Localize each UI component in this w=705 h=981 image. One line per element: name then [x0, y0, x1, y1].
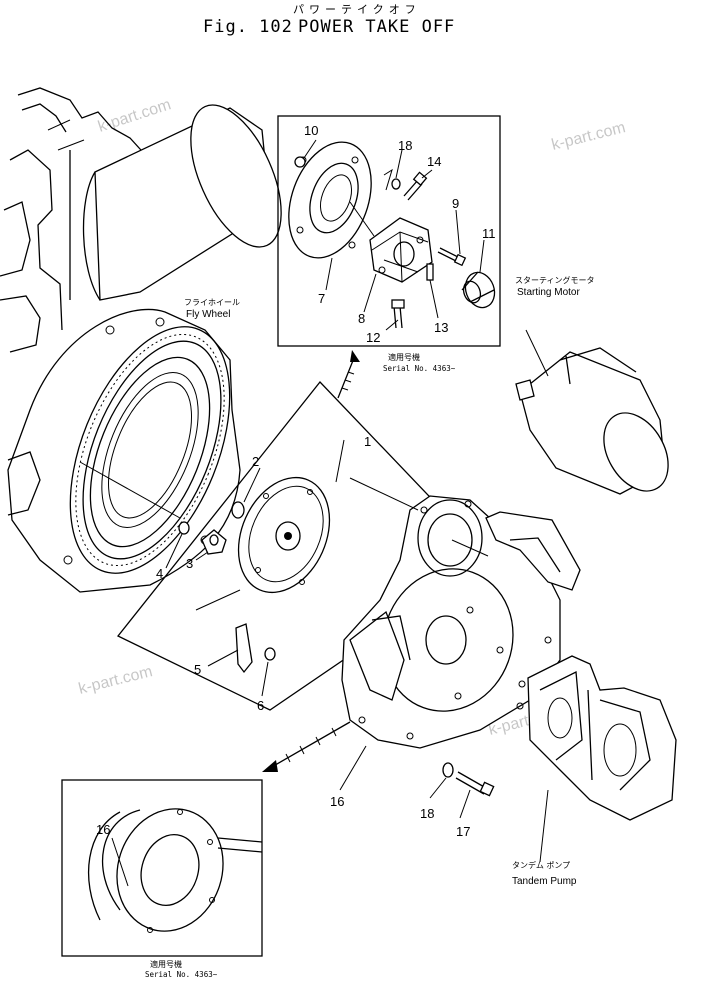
callout-2: 2 — [252, 454, 259, 469]
serial-note-jp-lower: 適用号機 — [150, 959, 182, 969]
callout-13: 13 — [434, 320, 448, 335]
callout-10: 10 — [304, 123, 318, 138]
page-title: POWER TAKE OFF — [298, 17, 455, 37]
coupling-inset-box — [277, 115, 501, 347]
housing-inset-box — [61, 779, 263, 957]
callout-7: 7 — [318, 291, 325, 306]
callout-3: 3 — [186, 556, 193, 571]
callout-4: 4 — [156, 566, 163, 581]
serial-note-jp: 適用号機 — [388, 352, 420, 362]
pto-housing — [339, 477, 581, 791]
flywheel-label-jp: フライホイール — [184, 298, 240, 307]
starting-motor-label-jp: スターティングモータ — [515, 275, 595, 285]
flywheel-housing — [7, 308, 241, 593]
watermark: k-part.com — [550, 119, 627, 154]
tandem-pump — [518, 655, 677, 863]
bolt-and-washer — [429, 762, 495, 819]
callout-11: 11 — [482, 226, 496, 241]
starting-motor-label: Starting Motor — [517, 287, 580, 298]
callout-8: 8 — [358, 311, 365, 326]
callout-17: 17 — [456, 824, 470, 839]
callout-6: 6 — [257, 698, 264, 713]
callout-14: 14 — [427, 154, 441, 169]
engine-cylinder — [82, 104, 282, 301]
watermark: k-part.com — [77, 663, 154, 698]
tandem-pump-label-jp: タンデム ポンプ — [512, 860, 570, 870]
arrow-to-inset — [337, 350, 360, 399]
flywheel-label: Fly Wheel — [186, 309, 230, 320]
callout-12: 12 — [366, 330, 380, 345]
figure-number: Fig. 102 — [203, 17, 293, 37]
callout-15: 18 — [398, 138, 412, 153]
callout-18: 18 — [420, 806, 434, 821]
callout-1: 1 — [364, 434, 371, 449]
callout-16: 16 — [330, 794, 344, 809]
title-kana: パワーテイクオフ — [293, 3, 421, 16]
arrow-to-lower-inset — [262, 721, 351, 772]
serial-note-lower: Serial No. 4363~ — [145, 970, 218, 979]
tandem-pump-label: Tandem Pump — [512, 876, 577, 887]
callout-9: 9 — [452, 196, 459, 211]
watermark: k-part.com — [96, 96, 173, 136]
callout-16-inset: 16 — [96, 822, 110, 837]
starting-motor — [515, 329, 669, 495]
serial-note: Serial No. 4363~ — [383, 364, 456, 373]
callout-5: 5 — [194, 662, 201, 677]
